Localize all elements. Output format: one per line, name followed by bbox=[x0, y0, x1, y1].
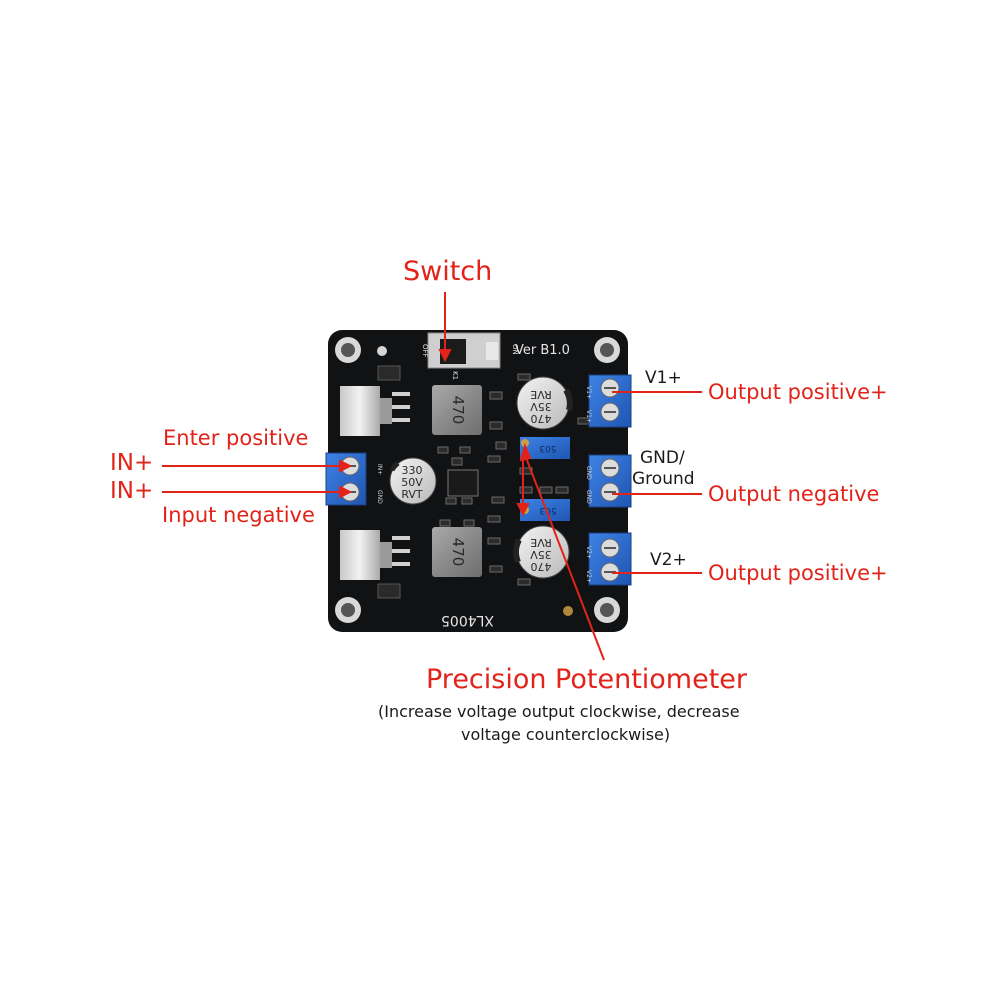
pot-top-label: 503 bbox=[539, 443, 556, 453]
switch-ref-silk: K1 bbox=[451, 371, 459, 380]
v1-plus-label: V1+ bbox=[645, 368, 682, 388]
potentiometer-top[interactable] bbox=[520, 437, 570, 459]
gnd-silk-1: GND bbox=[585, 466, 592, 480]
v1-silk-1: V1+ bbox=[585, 386, 592, 399]
potentiometer-title: Precision Potentiometer bbox=[426, 664, 748, 695]
v2-output-terminal[interactable] bbox=[588, 532, 632, 586]
inductor-bottom bbox=[432, 527, 482, 577]
switch-off-silk: OFF bbox=[421, 344, 429, 358]
v1-output-terminal[interactable] bbox=[588, 374, 632, 428]
in-silk-1: IN+ bbox=[376, 464, 383, 475]
in-silk-2: GND bbox=[376, 490, 383, 504]
regulator-top bbox=[340, 365, 410, 436]
mounting-holes bbox=[335, 337, 620, 623]
gnd-label: GND/ bbox=[640, 448, 685, 468]
bottom-cap-line1: 470 bbox=[531, 560, 552, 573]
callout-lines bbox=[162, 292, 702, 661]
v2-silk-1: V2+ bbox=[585, 546, 592, 559]
switch-label: Switch bbox=[403, 256, 493, 287]
output-negative-label: Output negative bbox=[708, 482, 880, 506]
smd-components bbox=[437, 373, 591, 586]
ground-label: Ground bbox=[632, 469, 695, 489]
top-cap-line3: RVE bbox=[530, 388, 552, 401]
output-positive-2-label: Output positive+ bbox=[708, 561, 888, 585]
potentiometer-note-line2: voltage counterclockwise) bbox=[461, 725, 671, 744]
switch-on-silk: ON bbox=[511, 344, 519, 355]
inductor-bottom-label: 470 bbox=[449, 538, 467, 567]
v2-silk-2: V2+ bbox=[585, 570, 592, 583]
regulator-bottom bbox=[340, 530, 410, 599]
input-capacitor bbox=[389, 457, 437, 505]
top-cap-line1: 470 bbox=[531, 412, 552, 425]
inductor-top bbox=[432, 385, 482, 435]
v1-silk-2: V1+ bbox=[585, 410, 592, 423]
v2-plus-label: V2+ bbox=[650, 550, 687, 570]
in-plus-label-1: IN+ bbox=[110, 450, 154, 476]
input-cap-line1: 330 bbox=[402, 464, 423, 477]
inductor-top-label: 470 bbox=[449, 396, 467, 425]
version-silk: Ver B1.0 bbox=[515, 343, 570, 358]
input-terminal[interactable] bbox=[325, 452, 367, 506]
gnd-output-terminal[interactable] bbox=[588, 454, 632, 508]
top-cap-line2: 35V bbox=[530, 400, 552, 413]
input-cap-line2: 50V bbox=[401, 476, 423, 489]
chip-silk: XL4005 bbox=[441, 612, 494, 628]
in-plus-label-2: IN+ bbox=[110, 478, 154, 504]
pot-bottom-label: 503 bbox=[539, 505, 556, 515]
bottom-cap-line3: RVE bbox=[530, 536, 552, 549]
gnd-silk-2: GND bbox=[585, 490, 592, 504]
xl4005-chip bbox=[447, 469, 479, 497]
bottom-cap-line2: 35V bbox=[530, 548, 552, 561]
slide-switch[interactable] bbox=[427, 332, 501, 369]
input-negative-label: Input negative bbox=[162, 503, 315, 527]
potentiometer-note-line1: (Increase voltage output clockwise, decr… bbox=[378, 702, 740, 721]
output-positive-1-label: Output positive+ bbox=[708, 380, 888, 404]
enter-positive-label: Enter positive bbox=[163, 426, 309, 450]
input-cap-line3: RVT bbox=[401, 488, 423, 501]
